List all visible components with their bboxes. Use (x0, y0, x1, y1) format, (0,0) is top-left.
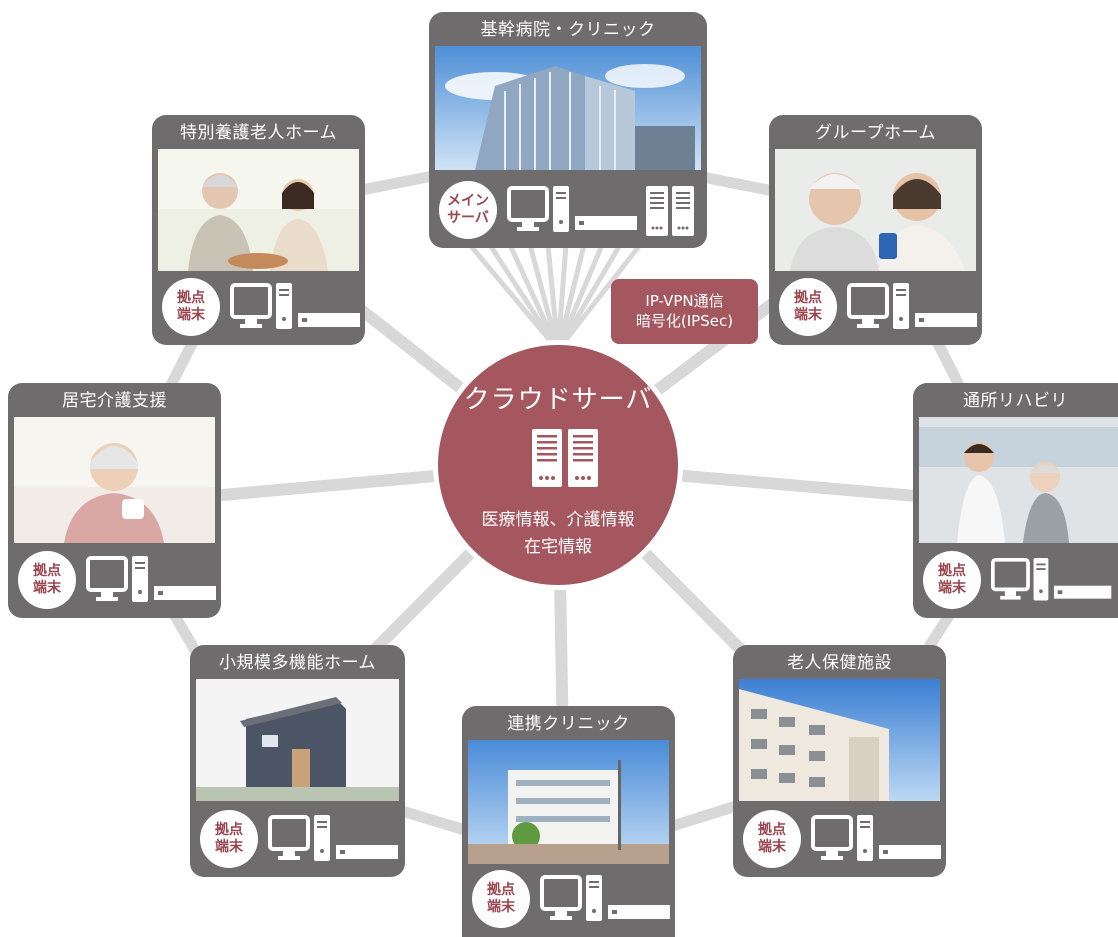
badge-line1: 拠点 (177, 290, 205, 306)
terminal-row: 拠点端末 (8, 542, 221, 618)
vpn-line2: 暗号化(IPSec) (635, 312, 734, 330)
hospital-photo (435, 46, 701, 170)
desktop-pc-icon (507, 186, 637, 232)
facility-card-day-rehab: 通所リハビリ 拠点端末 (913, 383, 1118, 618)
facility-title: グループホーム (815, 123, 936, 143)
cloud-server-circle: クラウドサーバ 医療情報、介護情報 在宅情報 (433, 340, 683, 590)
terminal-badge: 拠点端末 (923, 551, 981, 609)
badge-line2: 端末 (215, 839, 243, 855)
terminal-badge: 拠点端末 (779, 278, 837, 336)
cloud-info-line2: 在宅情報 (524, 537, 592, 557)
badge-line1: 拠点 (938, 563, 966, 579)
terminal-badge: 拠点端末 (18, 551, 76, 609)
desktop-pc-icon (230, 283, 360, 329)
cloud-info-line1: 医療情報、介護情報 (481, 510, 635, 530)
desktop-pc-icon (86, 556, 216, 602)
facility-title: 基幹病院・クリニック (480, 20, 656, 40)
vpn-encryption-label: IP-VPN通信 暗号化(IPSec) (611, 279, 758, 344)
facility-title: 特別養護老人ホーム (180, 123, 337, 143)
facility-card-home-care-support: 居宅介護支援 拠点端末 (8, 383, 221, 618)
group-home-photo (775, 149, 976, 271)
terminal-row: 拠点端末 (733, 801, 946, 877)
facility-title: 居宅介護支援 (62, 391, 167, 411)
desktop-pc-icon (268, 815, 398, 861)
server-rack-icon (646, 186, 694, 236)
desktop-pc-icon (991, 557, 1112, 601)
facility-title: 老人保健施設 (787, 653, 892, 673)
badge-line2: 端末 (758, 839, 786, 855)
main-server-row: メインサーバ (429, 172, 707, 248)
badge-line2: 端末 (794, 307, 822, 323)
partner-clinic-photo (468, 740, 669, 864)
nursing-home-photo (158, 149, 359, 271)
badge-line1: 拠点 (758, 822, 786, 838)
geriatric-facility-photo (739, 679, 940, 801)
terminal-row: 拠点端末 (190, 801, 405, 877)
desktop-pc-icon (540, 875, 670, 921)
facility-card-small-multifunction-home: 小規模多機能ホーム 拠点端末 (190, 645, 405, 877)
badge-line2: 端末 (938, 580, 966, 596)
terminal-row: 拠点端末 (152, 269, 365, 345)
facility-card-nursing-home: 特別養護老人ホーム 拠点端末 (152, 115, 365, 345)
badge-line2: 端末 (487, 899, 515, 915)
badge-line2: 端末 (33, 580, 61, 596)
badge-line1: 拠点 (215, 822, 243, 838)
terminal-badge: 拠点端末 (743, 810, 801, 868)
badge-line1: 拠点 (33, 563, 61, 579)
badge-line2: サーバ (447, 210, 489, 226)
facility-title: 小規模多機能ホーム (219, 653, 376, 673)
terminal-badge: 拠点端末 (200, 810, 258, 868)
badge-line2: 端末 (177, 307, 205, 323)
terminal-row: 拠点端末 (462, 861, 675, 937)
facility-card-main-hospital: 基幹病院・クリニック メインサーバ (429, 12, 707, 248)
facility-title: 通所リハビリ (963, 391, 1068, 411)
facility-title: 連携クリニック (507, 714, 630, 734)
desktop-pc-icon (847, 283, 977, 329)
vpn-line1: IP-VPN通信 (645, 292, 724, 310)
cloud-server-title: クラウドサーバ (463, 385, 653, 415)
facility-card-group-home: グループホーム 拠点端末 (769, 115, 982, 345)
desktop-pc-icon (811, 815, 941, 861)
badge-line1: 拠点 (487, 882, 515, 898)
day-rehab-photo (919, 417, 1118, 543)
main-server-badge: メインサーバ (439, 181, 497, 239)
terminal-badge: 拠点端末 (162, 278, 220, 336)
badge-line1: 拠点 (794, 290, 822, 306)
small-home-photo (196, 679, 399, 801)
server-rack-icon (532, 429, 598, 487)
terminal-row: 拠点端末 (769, 269, 982, 345)
badge-line1: メイン (447, 193, 489, 209)
facility-card-partner-clinic: 連携クリニック 拠点端末 (462, 706, 675, 937)
terminal-row: 拠点端末 (913, 542, 1118, 618)
facility-card-geriatric-health-facility: 老人保健施設 拠点端末 (733, 645, 946, 877)
home-care-photo (14, 417, 215, 543)
terminal-badge: 拠点端末 (472, 870, 530, 928)
